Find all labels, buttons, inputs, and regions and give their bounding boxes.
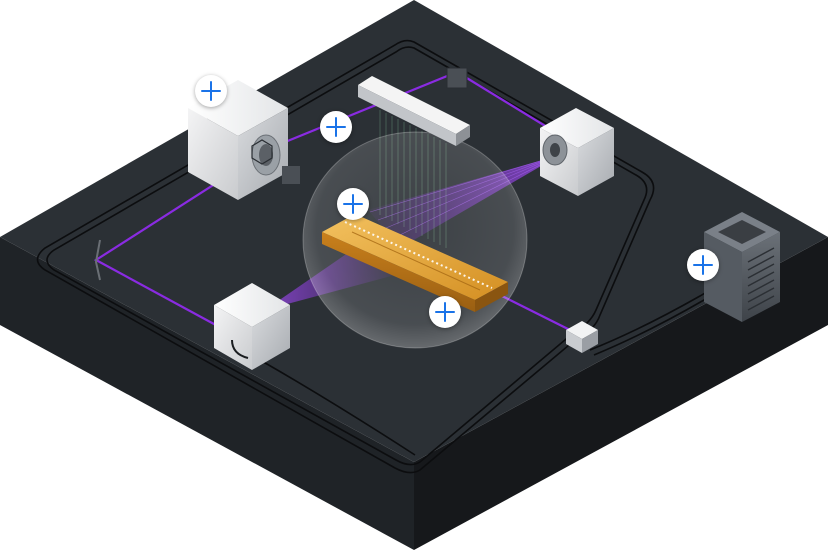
hotspot-control-rack[interactable]: control-rack [687,249,719,281]
photodetector-module [214,283,290,370]
mirror [94,239,101,281]
hotspot-laser-module[interactable]: laser-module [195,75,227,107]
hotspot-trap-chip[interactable]: trap-chip [429,296,461,328]
optical-modulator-bar [358,76,470,146]
fiber-coupler [566,321,598,353]
trap-chip [322,214,508,312]
plus-icon [693,255,713,275]
plus-icon [343,194,363,214]
hotspot-vacuum-chamber[interactable]: vacuum-chamber [337,188,369,220]
plus-icon [326,117,346,137]
plus-icon [435,302,455,322]
fiber-cables [36,39,725,474]
beam-splitter [446,67,468,89]
plus-icon [201,81,221,101]
hotspot-optical-modulator[interactable]: optical-modulator [320,111,352,143]
beam-camera-module [540,108,614,196]
control-electronics-rack [704,212,780,322]
